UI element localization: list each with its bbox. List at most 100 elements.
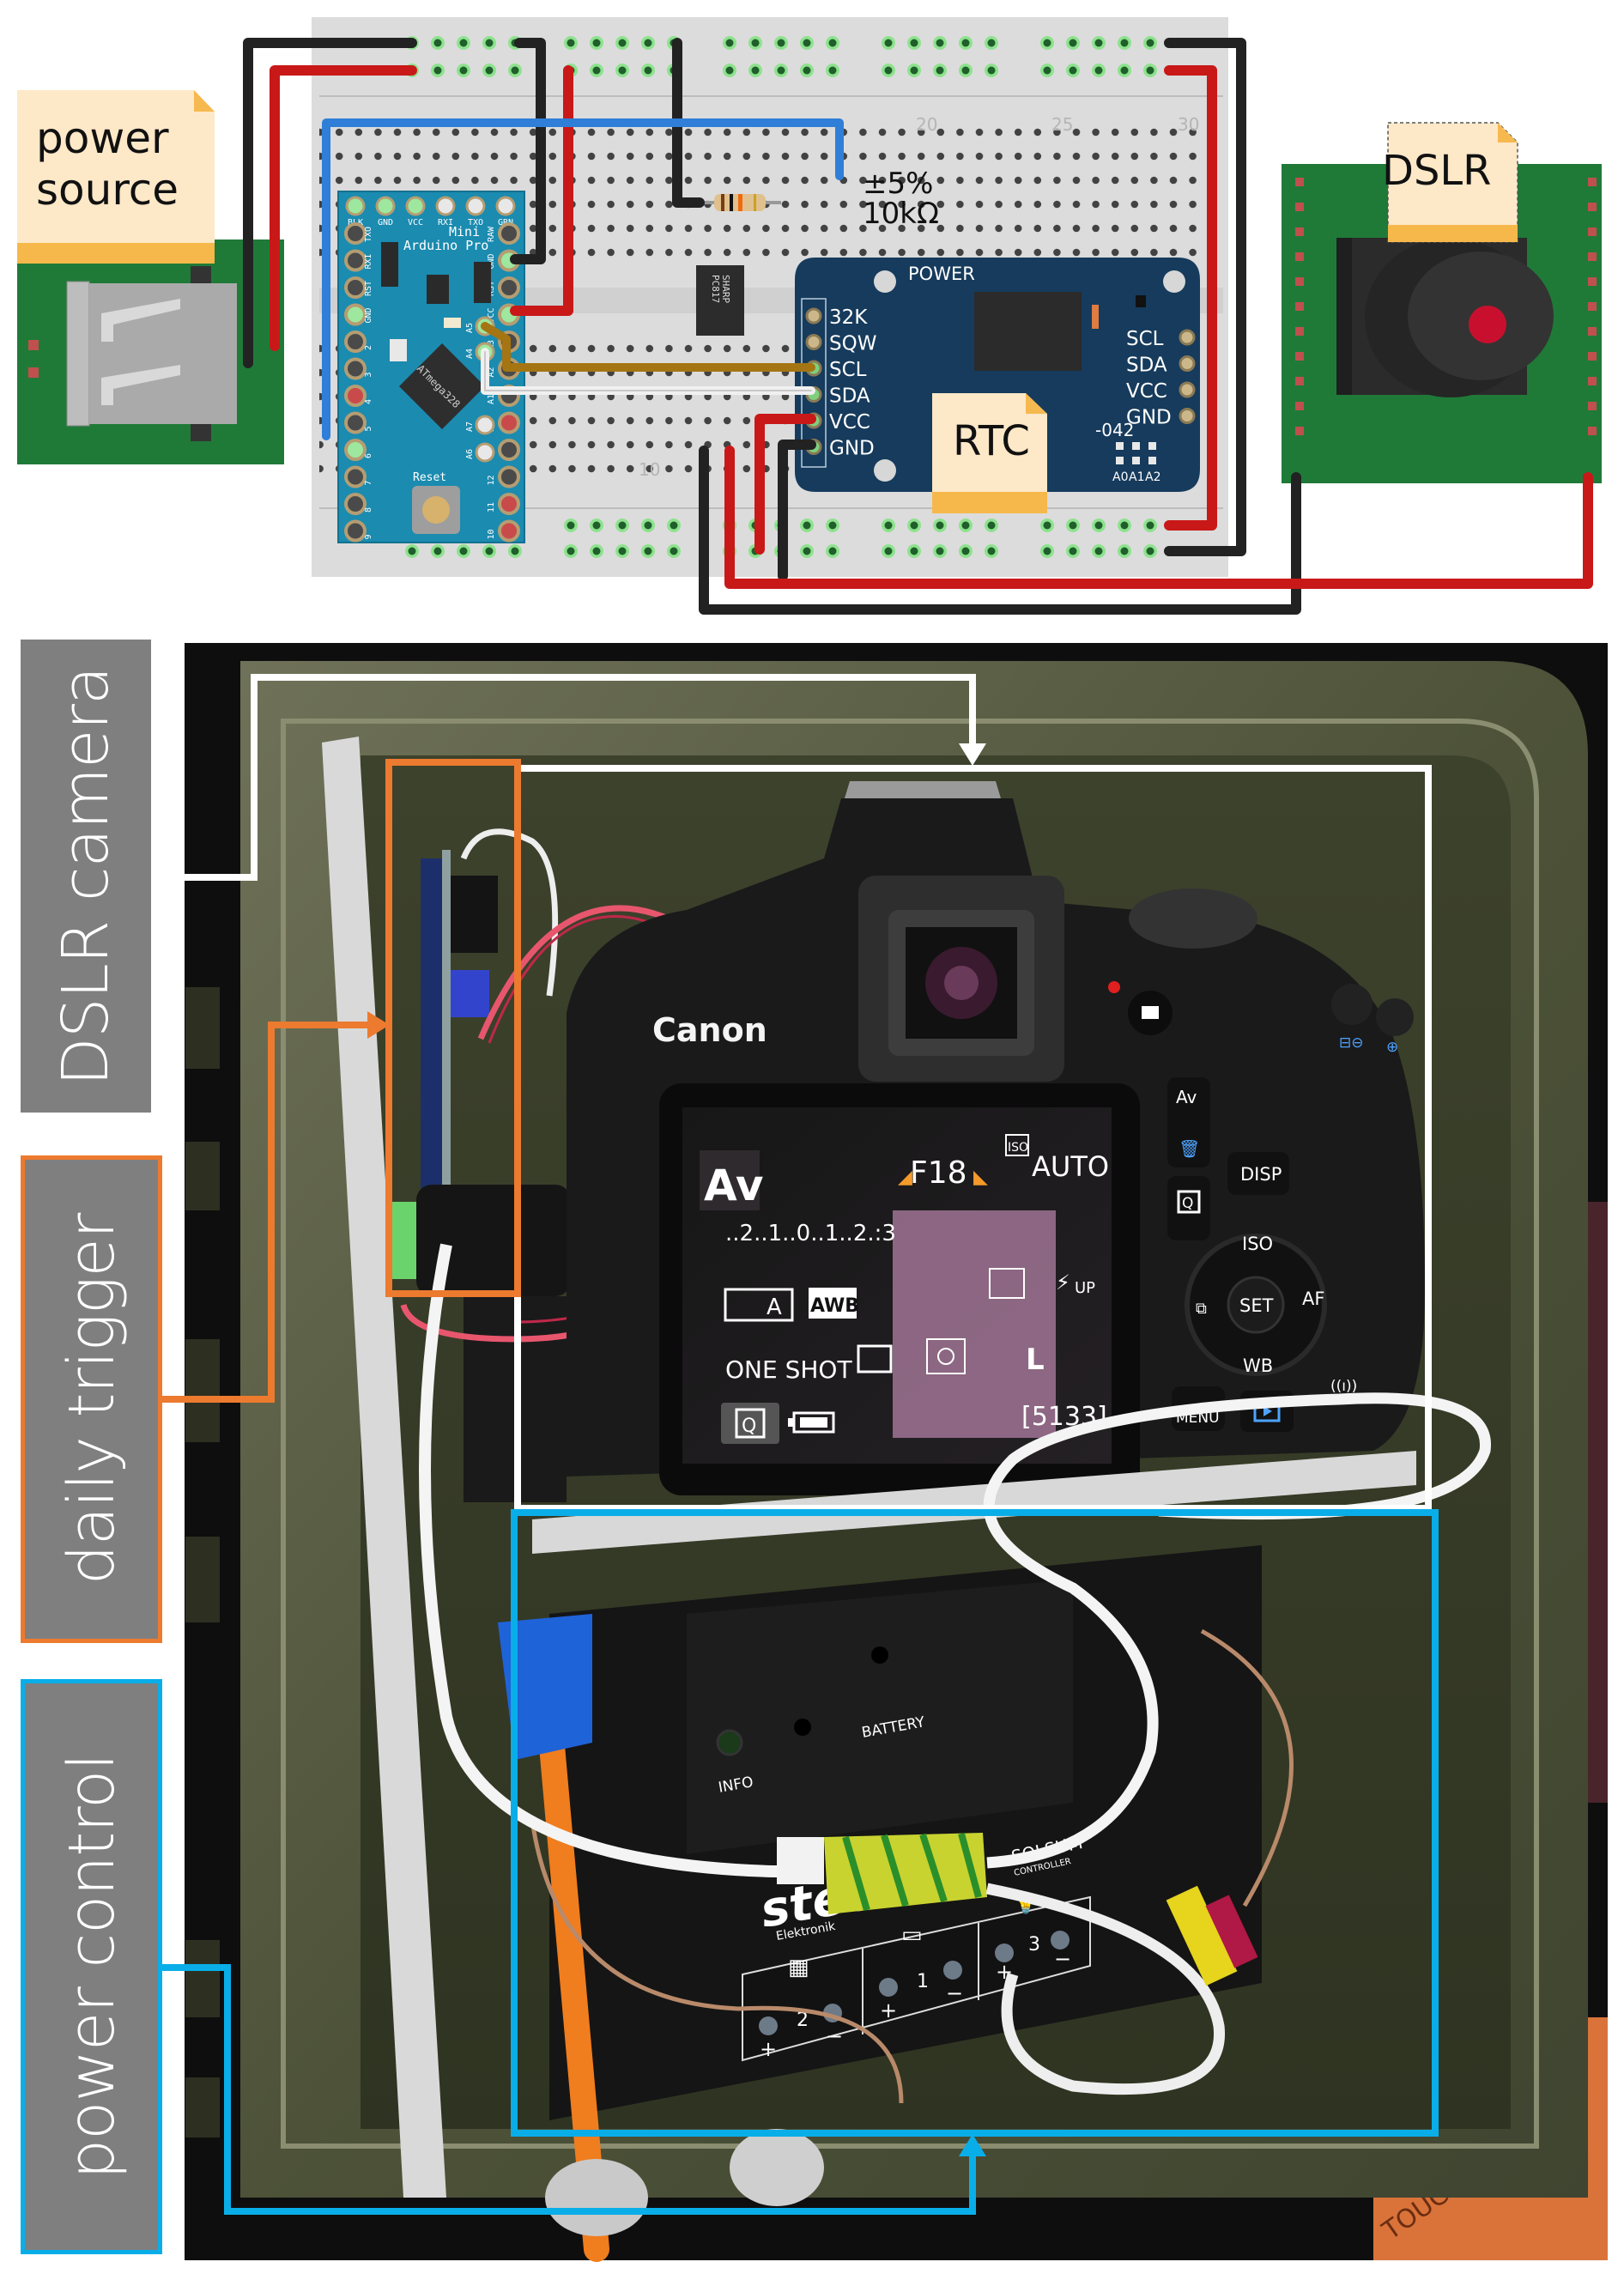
pin-label: A5: [465, 323, 475, 333]
rtc-pin-label: SCL: [829, 359, 867, 381]
address-pad-label: A1: [1129, 470, 1144, 484]
pin-label: VCC: [408, 218, 423, 227]
column-number: 10: [639, 459, 660, 480]
power-source-note: power source: [17, 90, 215, 264]
pin-label: RST: [364, 281, 373, 296]
svg-text:DSLR: DSLR: [1382, 147, 1492, 195]
iso-badge: ISO: [1008, 1141, 1028, 1155]
pin-label: RXI: [364, 253, 373, 269]
rtc-pin-label: VCC: [829, 411, 870, 434]
svg-text:-042: -042: [1095, 420, 1134, 440]
column-number: 30: [1178, 114, 1199, 135]
pin-label: 6: [364, 453, 373, 458]
disp-button: DISP: [1240, 1164, 1282, 1185]
image-quality: L: [1026, 1343, 1045, 1377]
dslr-note: DSLR: [1382, 122, 1518, 243]
pin-label: 7: [364, 480, 373, 485]
flash-icon: ⚡: [1056, 1270, 1070, 1295]
annotated-photo: TOUCH: [151, 643, 1608, 2262]
wb-button: WB: [1243, 1355, 1273, 1376]
svg-text:◢: ◢: [898, 1167, 912, 1188]
canon-logo: Canon: [652, 1011, 767, 1049]
pin-label: GND: [378, 218, 393, 227]
wire-gnd-rail-right: [1164, 38, 1246, 556]
q-button: Q: [1182, 1195, 1193, 1212]
column-number: 20: [916, 114, 937, 135]
label-daily-trigger: daily trigger: [21, 1155, 162, 1643]
terminal-2-label: 2: [797, 2010, 809, 2031]
dslr-camera-connector: [151, 674, 976, 881]
wire-vcc-dslr: [724, 446, 1593, 589]
wireless-icon: ((ı)): [1330, 1378, 1357, 1395]
rtc-chip: [974, 292, 1082, 371]
rtc-pin-label: SCL: [1126, 328, 1164, 350]
solar-charge-controller: INFO BATTERY steca Elektronik SOLSUM CON…: [549, 1545, 1262, 2120]
rtc-pin-label: SDA: [829, 385, 870, 408]
column-number: 25: [1051, 114, 1073, 135]
wire-vcc-rail-right: [1164, 65, 1217, 531]
drive-mode-icon: [857, 1344, 893, 1373]
resistor: [700, 194, 781, 211]
atmega-chip: [399, 343, 485, 429]
wire-gnd-resistor: [672, 38, 705, 208]
svg-text:−: −: [946, 1981, 963, 2005]
zoom-in-icon: ⊕: [1386, 1039, 1398, 1056]
wire-vcc-source: [270, 65, 417, 351]
annotations: [151, 674, 1439, 2215]
arrow-right-icon: [367, 1011, 390, 1039]
label-text: daily trigger: [54, 1213, 129, 1586]
svg-text:−: −: [826, 2024, 843, 2048]
af-mode: ONE SHOT: [725, 1355, 852, 1384]
pin-label: TXO: [364, 227, 373, 242]
svg-text:SHARP: SHARP: [720, 275, 731, 303]
white-balance: AWB: [810, 1295, 859, 1317]
wire-gnd-source: [243, 38, 417, 368]
pin-label: 4: [364, 399, 373, 404]
wires: [243, 38, 1593, 615]
picture-style: A: [767, 1295, 782, 1320]
camera-lcd: Av F18 ◢ ◣ ISO AUTO ..2..1..0..1..2.:3 A…: [659, 1083, 1140, 1495]
svg-text:−: −: [1054, 1947, 1071, 1971]
pin-label: 5: [364, 426, 373, 431]
set-button: SET: [1239, 1295, 1274, 1316]
address-pad-label: A0: [1112, 470, 1128, 484]
daily-trigger-box: [385, 759, 521, 1297]
pin-label: RXI: [438, 218, 453, 227]
pin-label: 2: [364, 345, 373, 350]
svg-text:◣: ◣: [973, 1167, 988, 1188]
av-button: Av: [1176, 1087, 1197, 1107]
enclosure-hinges: [185, 987, 220, 2138]
mounting-bar: [322, 737, 446, 2198]
pin-label: A2: [487, 367, 496, 377]
pin-label: A6: [465, 449, 475, 459]
pin-label: A4: [465, 349, 475, 359]
pin-label: TXO: [468, 218, 483, 227]
rtc-pin-label: GND: [1126, 407, 1172, 429]
breadboard-diagram: 20 25 30 10 power source DSLR: [17, 17, 1602, 615]
pc817-optocoupler: PC817 SHARP: [696, 265, 744, 336]
exposure-scale: ..2..1..0..1..2.:3: [725, 1221, 896, 1246]
pin-label: 3: [364, 372, 373, 377]
svg-text:Reset: Reset: [413, 471, 446, 484]
camera-buttons: Av 🗑 Q DISP SET ISO AF WB ⧉ MENU ((ı)): [1167, 1077, 1357, 1432]
pin-label: 12: [487, 475, 496, 485]
arduino-board-photo: [421, 828, 559, 1210]
af-button: AF: [1302, 1289, 1324, 1309]
resistor-value: 10kΩ: [863, 197, 939, 231]
power-control-connector: [161, 1964, 976, 2215]
address-pad-label: A2: [1145, 470, 1160, 484]
wire-vcc-rtc: [754, 414, 816, 555]
pin-label: A1: [487, 394, 496, 404]
label-text: DSLR camera: [49, 666, 123, 1086]
daily-trigger-connector: [161, 1022, 369, 1403]
flash-status: UP: [1075, 1279, 1095, 1297]
pin-label: 9: [364, 534, 373, 539]
pin-label: GND: [487, 253, 496, 269]
camera-shelf: [532, 1451, 1416, 1554]
pin-label: 8: [364, 507, 373, 512]
pin-label: RAW: [487, 226, 496, 242]
terminal-1-label: 1: [917, 1971, 929, 1992]
svg-text:power: power: [36, 113, 169, 163]
trash-icon: 🗑: [1179, 1138, 1200, 1159]
